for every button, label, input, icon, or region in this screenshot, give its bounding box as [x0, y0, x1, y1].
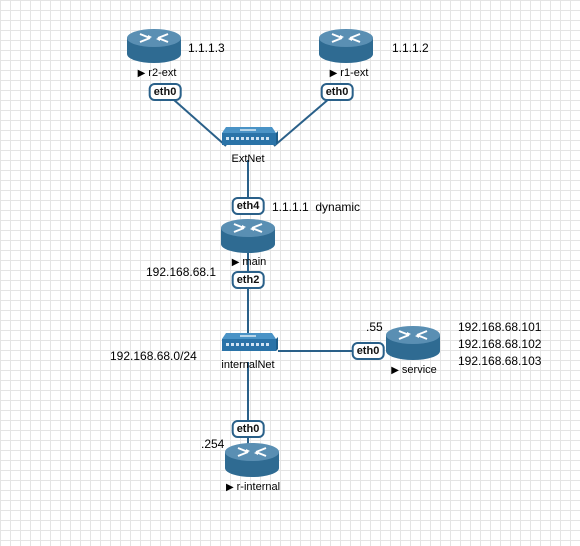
play-icon: ▶ [225, 482, 234, 493]
play-icon: ▶ [231, 257, 240, 268]
node-label-service[interactable]: ▶service [391, 364, 437, 376]
router-main-icon[interactable] [220, 218, 276, 254]
link-r2ext-extnet [164, 91, 227, 147]
switch-internalnet-icon[interactable] [221, 332, 279, 352]
service-ip-2: 192.168.68.102 [458, 337, 542, 351]
link-r1ext-extnet [273, 91, 338, 147]
play-icon: ▶ [391, 365, 399, 376]
node-label-r2-ext[interactable]: ▶r2-ext [137, 67, 177, 79]
main-ext-ip: 1.1.1.1 dynamic [272, 200, 361, 214]
iface-r-internal-eth0[interactable]: eth0 [231, 420, 265, 438]
iface-r2-ext-eth0[interactable]: eth0 [148, 83, 182, 101]
router-r-internal-icon[interactable] [224, 442, 280, 478]
main-int-ip: 192.168.68.1 [146, 265, 217, 279]
node-label-extnet[interactable]: ExtNet [231, 153, 265, 165]
play-icon: ▶ [137, 68, 146, 79]
iface-r1-ext-eth0[interactable]: eth0 [320, 83, 354, 101]
router-r1-ext-icon[interactable] [318, 28, 374, 64]
r2-ext-ip: 1.1.1.3 [188, 41, 225, 55]
node-label-internalnet[interactable]: internalNet [221, 359, 275, 371]
play-icon: ▶ [329, 68, 338, 79]
r-internal-suffix: .254 [201, 437, 225, 451]
links [164, 91, 372, 445]
node-label-r1-ext[interactable]: ▶r1-ext [329, 67, 369, 79]
r1-ext-ip: 1.1.1.2 [392, 41, 429, 55]
iface-service-eth0[interactable]: eth0 [351, 342, 385, 360]
node-label-main[interactable]: ▶main [231, 256, 267, 268]
internalnet-subnet: 192.168.68.0/24 [110, 349, 197, 363]
service-ip-3: 192.168.68.103 [458, 354, 542, 368]
router-service-icon[interactable] [385, 325, 441, 361]
node-label-r-internal[interactable]: ▶r-internal [225, 481, 281, 493]
iface-main-eth4[interactable]: eth4 [231, 197, 265, 215]
service-suffix: .55 [366, 320, 383, 334]
service-ip-1: 192.168.68.101 [458, 320, 542, 334]
switch-extnet-icon[interactable] [221, 126, 279, 146]
iface-main-eth2[interactable]: eth2 [231, 271, 265, 289]
router-r2-ext-icon[interactable] [126, 28, 182, 64]
